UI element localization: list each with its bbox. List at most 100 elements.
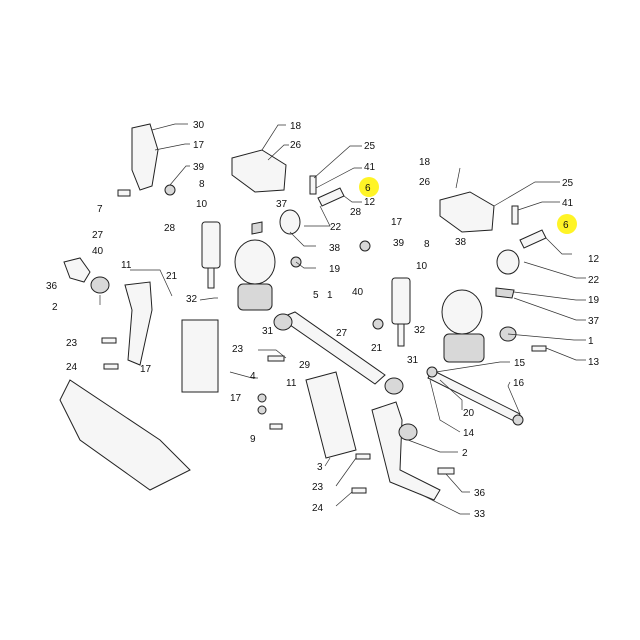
callout-label: 31 (262, 326, 274, 337)
callout-label: 7 (97, 204, 103, 215)
callout-label: 6 (563, 220, 569, 231)
callout-label: 18 (290, 121, 302, 132)
callout-label: 37 (276, 199, 288, 210)
callout-label: 32 (186, 294, 198, 305)
chassis-frame (59, 379, 191, 491)
callout-label: 22 (330, 222, 342, 233)
bolt-part (437, 467, 455, 475)
callout-label: 8 (199, 179, 205, 190)
bolt-part (355, 453, 371, 460)
air-spring-base (237, 283, 273, 311)
pin-part (519, 229, 547, 249)
washer-part (257, 405, 267, 415)
callout-label: 38 (455, 237, 467, 248)
callout-label: 40 (352, 287, 364, 298)
shock-absorber-part (391, 277, 411, 325)
bolt-part (103, 363, 119, 370)
bushing-part (496, 249, 520, 275)
callout-label: 41 (364, 162, 376, 173)
callout-label: 18 (419, 157, 431, 168)
shock-absorber-rod (207, 267, 215, 289)
callout-label: 28 (350, 207, 362, 218)
callout-label: 20 (463, 408, 475, 419)
callout-label: 17 (230, 393, 242, 404)
rod-end-part (273, 313, 293, 331)
left-assembly (59, 123, 386, 491)
bushing-part (398, 423, 418, 441)
bolt-part (101, 337, 117, 344)
right-assembly (305, 191, 547, 501)
air-spring-part (441, 289, 483, 335)
air-spring-base (443, 333, 485, 363)
callout-label: 17 (193, 140, 205, 151)
air-spring-part (234, 239, 276, 285)
callout-label: 23 (232, 344, 244, 355)
callout-label: 26 (419, 177, 431, 188)
callout-label: 2 (462, 448, 468, 459)
callout-label: 30 (193, 120, 205, 131)
stud-part (309, 175, 317, 195)
callout-label: 37 (588, 316, 600, 327)
callout-label: 38 (329, 243, 341, 254)
bolt-part (267, 355, 285, 362)
callout-label: 5 (313, 290, 319, 301)
callout-label: 17 (140, 364, 152, 375)
callout-label: 23 (66, 338, 78, 349)
callout-label: 12 (364, 197, 376, 208)
bolt-part (351, 487, 367, 494)
nut-part (359, 240, 371, 252)
callout-label: 40 (92, 246, 104, 257)
callout-label: 39 (193, 162, 205, 173)
top-center-assembly (231, 149, 345, 268)
callout-label: 11 (286, 378, 297, 389)
callout-label: 31 (407, 355, 419, 366)
callout-label: 28 (164, 223, 176, 234)
callout-label: 33 (474, 509, 486, 520)
callout-label: 14 (463, 428, 475, 439)
rod-end-part (512, 414, 524, 426)
mounting-plate-part (181, 319, 219, 393)
callout-label: 16 (513, 378, 525, 389)
callout-label: 23 (312, 482, 324, 493)
bolt-part (117, 189, 131, 197)
callout-label: 25 (364, 141, 376, 152)
callout-highlight (359, 177, 379, 197)
arm-part (371, 401, 441, 501)
callout-highlight (557, 214, 577, 234)
shock-absorber-rod (397, 323, 405, 347)
bushing-part (90, 276, 110, 294)
callout-label: 11 (121, 260, 132, 271)
nut-part (164, 184, 176, 196)
upper-bracket-part (231, 149, 287, 193)
callout-label: 4 (250, 371, 256, 382)
callout-label: 32 (414, 325, 426, 336)
bushing-part (279, 209, 301, 235)
callout-label: 12 (588, 254, 600, 265)
callout-label: 29 (299, 360, 311, 371)
callout-label: 27 (92, 230, 104, 241)
stud-part (511, 205, 519, 225)
callout-label: 36 (46, 281, 58, 292)
callout-label: 19 (588, 295, 600, 306)
callout-label: 26 (290, 140, 302, 151)
callout-labels: 30 17 39 8 7 10 27 28 40 21 36 11 2 32 2… (46, 120, 600, 520)
rod-end-part (426, 366, 438, 378)
bolt-part (531, 345, 547, 352)
clip-part (495, 287, 515, 299)
callout-label: 22 (588, 275, 600, 286)
callout-label: 9 (250, 434, 256, 445)
callout-label: 17 (391, 217, 403, 228)
callout-label: 3 (317, 462, 323, 473)
bumper-part (63, 257, 91, 283)
upper-bracket-part (439, 191, 495, 233)
callout-label: 24 (66, 362, 78, 373)
clip-part (251, 221, 263, 235)
callout-label: 1 (327, 290, 333, 301)
callout-label: 21 (166, 271, 178, 282)
washer-part (257, 393, 267, 403)
callout-label: 21 (371, 343, 383, 354)
bushing-part (384, 377, 404, 395)
callout-label: 27 (336, 328, 348, 339)
callout-label: 10 (416, 261, 428, 272)
